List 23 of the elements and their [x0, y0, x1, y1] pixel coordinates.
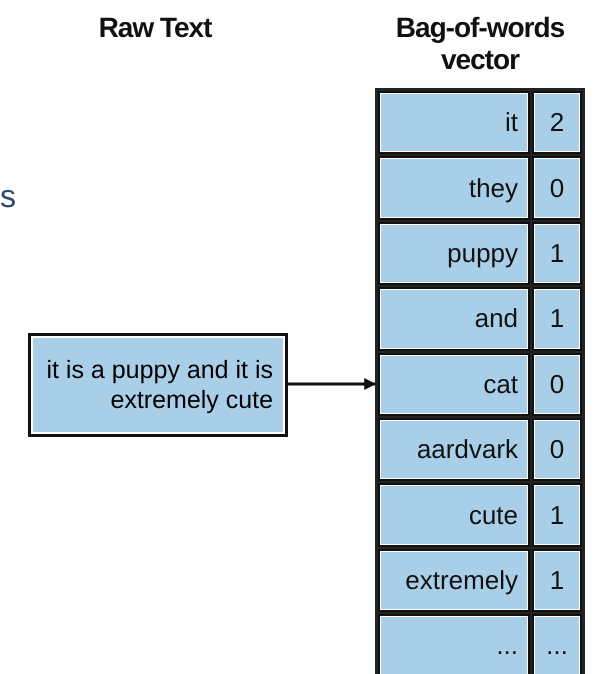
- column-heading: Bag-of-words vector: [394, 12, 566, 76]
- count-value: 1: [532, 287, 582, 351]
- word-label: puppy: [378, 222, 530, 286]
- count-value: 1: [532, 483, 582, 547]
- count-value: 1: [532, 548, 582, 612]
- count-value: 0: [532, 352, 582, 416]
- word-label: ...: [378, 614, 530, 674]
- word-label: and: [378, 287, 530, 351]
- count-value: 0: [532, 156, 582, 220]
- column-heading: Raw Text: [98, 12, 213, 44]
- arrow: [288, 378, 376, 390]
- word-label: they: [378, 156, 530, 220]
- word-label: cute: [378, 483, 530, 547]
- word-label: it: [378, 91, 530, 154]
- count-value: 0: [532, 418, 582, 482]
- count-value: ...: [532, 614, 582, 674]
- word-label: extremely: [378, 548, 530, 612]
- text-box: it is a puppy and it is extremely cute: [28, 333, 288, 437]
- count-value: 2: [532, 91, 582, 154]
- word-label: cat: [378, 352, 530, 416]
- text-fragment: s: [0, 178, 16, 215]
- count-value: 1: [532, 222, 582, 286]
- word-label: aardvark: [378, 418, 530, 482]
